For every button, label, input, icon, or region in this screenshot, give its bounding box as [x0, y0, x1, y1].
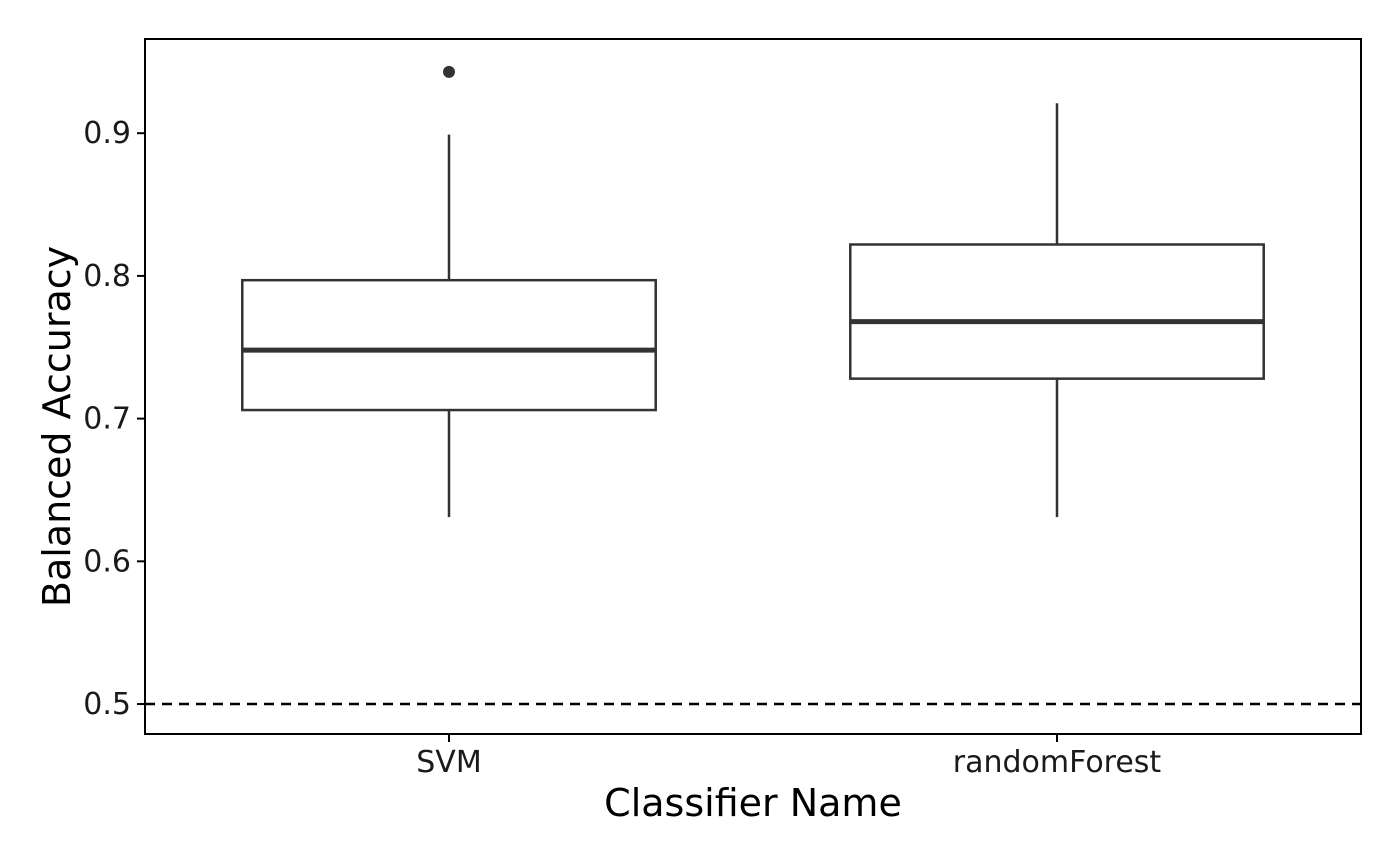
box-iqr — [849, 243, 1265, 380]
outlier-point — [443, 65, 455, 78]
x-tick-label: randomForest — [953, 745, 1162, 780]
y-tick-label: 0.7 — [83, 402, 131, 437]
boxes-layer — [241, 65, 1265, 518]
y-tick-label: 0.5 — [83, 687, 131, 722]
y-tick-label: 0.6 — [83, 544, 131, 579]
box-randomForest — [849, 103, 1265, 518]
y-axis-title: Balanced Accuracy — [35, 246, 79, 607]
x-axis-title: Classifier Name — [604, 781, 902, 825]
y-tick-label: 0.9 — [83, 116, 131, 151]
box-iqr — [241, 278, 657, 412]
x-tick-label: SVM — [416, 745, 481, 780]
box-SVM — [241, 65, 657, 518]
plot-panel-border — [144, 38, 1362, 735]
x-axis: SVM randomForest — [416, 734, 1161, 780]
y-tick-label: 0.8 — [83, 259, 131, 294]
y-axis: 0.5 0.6 0.7 0.8 0.9 — [83, 116, 145, 722]
